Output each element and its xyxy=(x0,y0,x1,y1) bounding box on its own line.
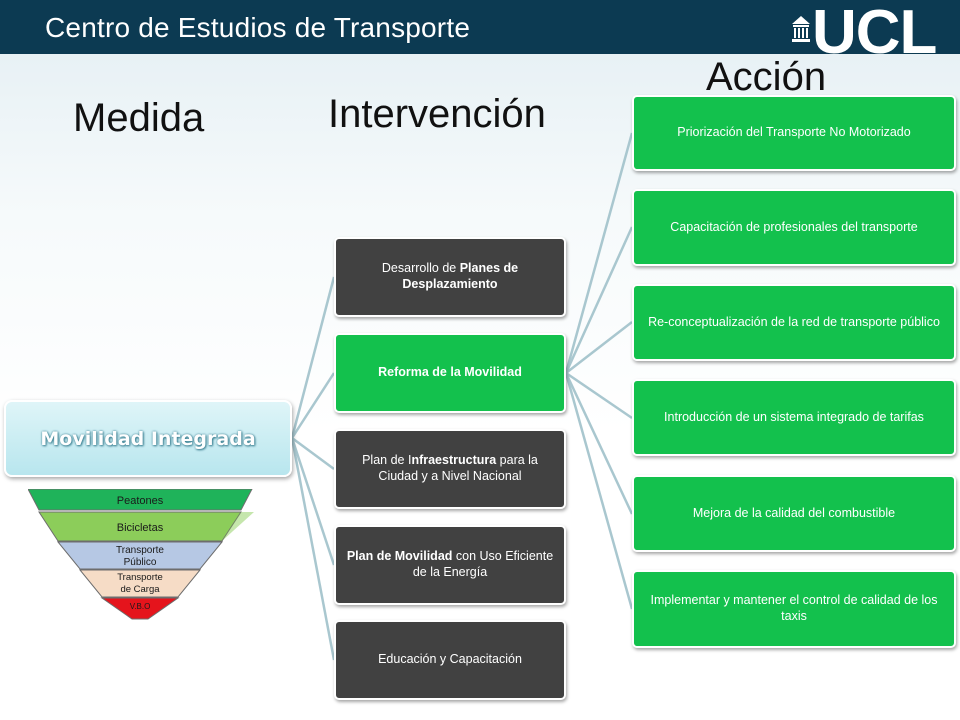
root-node-label: Movilidad Integrada xyxy=(40,427,256,450)
pyramid-label: Transporte xyxy=(117,572,163,583)
intervention-box-planes-desplazamiento[interactable]: Desarrollo de Planes de Desplazamiento xyxy=(334,237,566,317)
intervention-text: Desarrollo de Planes de Desplazamiento xyxy=(381,261,519,291)
connector-line xyxy=(565,321,633,374)
header-title: Centro de Estudios de Transporte xyxy=(45,12,471,43)
intervention-box-plan-infraestructura[interactable]: Plan de Infraestructura para la Ciudad y… xyxy=(334,429,566,509)
action-box-combustible[interactable]: Mejora de la calidad del combustible xyxy=(632,475,956,552)
action-text: Implementar y mantener el control de cal… xyxy=(650,593,938,623)
pyramid-label: Transporte xyxy=(116,545,164,556)
pyramid-level-transporte-publico xyxy=(56,541,224,570)
intervention-box-plan-movilidad[interactable]: Plan de Movilidad con Uso Eficiente de l… xyxy=(334,525,566,605)
action-box-capacitacion[interactable]: Capacitación de profesionales del transp… xyxy=(632,189,956,266)
intervention-text: Educación y Capacitación xyxy=(378,652,522,667)
action-text: Priorización del Transporte No Motorizad… xyxy=(677,125,911,140)
connector-line xyxy=(564,372,634,515)
intervention-text: Plan de Infraestructura para la Ciudad y… xyxy=(362,453,538,483)
pyramid-shadow xyxy=(222,512,254,541)
ucl-logo-text: UCL xyxy=(812,0,937,67)
action-box-taxis[interactable]: Implementar y mantener el control de cal… xyxy=(632,570,956,648)
action-text: Re-conceptualización de la red de transp… xyxy=(648,314,940,329)
action-text: Introducción de un sistema integrado de … xyxy=(664,409,924,424)
connector-line xyxy=(290,276,336,439)
connector-line xyxy=(290,437,336,566)
connector-line xyxy=(564,132,634,374)
pyramid-label: Público xyxy=(124,557,157,568)
intervention-text: Plan de Movilidad con Uso Eficiente de l… xyxy=(346,549,554,579)
connector-line xyxy=(291,436,335,471)
action-box-sistema-tarifas[interactable]: Introducción de un sistema integrado de … xyxy=(632,379,956,456)
root-node-movilidad-integrada[interactable]: Movilidad Integrada xyxy=(4,400,292,477)
connector-line xyxy=(290,437,336,661)
column-title-intervencion: Intervención xyxy=(328,92,546,136)
intervention-box-reforma-movilidad[interactable]: Reforma de la Movilidad xyxy=(334,333,566,413)
ucl-portico-icon xyxy=(792,16,810,42)
intervention-text: Reforma de la Movilidad xyxy=(378,365,522,380)
action-text: Capacitación de profesionales del transp… xyxy=(670,219,918,234)
connector-line xyxy=(565,371,633,420)
pyramid-level-transporte-carga xyxy=(78,569,202,598)
pyramid-label: Peatones xyxy=(117,495,164,507)
pyramid-label: Bicicletas xyxy=(117,522,164,534)
header-bar: Centro de Estudios de Transporte UCL xyxy=(0,0,960,64)
connector-line xyxy=(564,226,634,374)
connector-line xyxy=(290,372,336,439)
connector-line xyxy=(564,372,634,610)
pyramid-level-peatones xyxy=(28,489,253,511)
column-title-accion: Acción xyxy=(706,55,827,99)
action-box-priorizacion[interactable]: Priorización del Transporte No Motorizad… xyxy=(632,95,956,171)
pyramid-label: de Carga xyxy=(120,584,160,595)
pyramid-label: V.B.O xyxy=(130,602,151,611)
action-box-reconceptualizacion[interactable]: Re-conceptualización de la red de transp… xyxy=(632,284,956,361)
column-title-medida: Medida xyxy=(73,96,205,140)
mobility-pyramid: Peatones Bicicletas Transporte Público T… xyxy=(28,489,254,620)
intervention-box-educacion[interactable]: Educación y Capacitación xyxy=(334,620,566,700)
pyramid-level-vbo xyxy=(100,597,180,620)
action-text: Mejora de la calidad del combustible xyxy=(692,505,896,520)
